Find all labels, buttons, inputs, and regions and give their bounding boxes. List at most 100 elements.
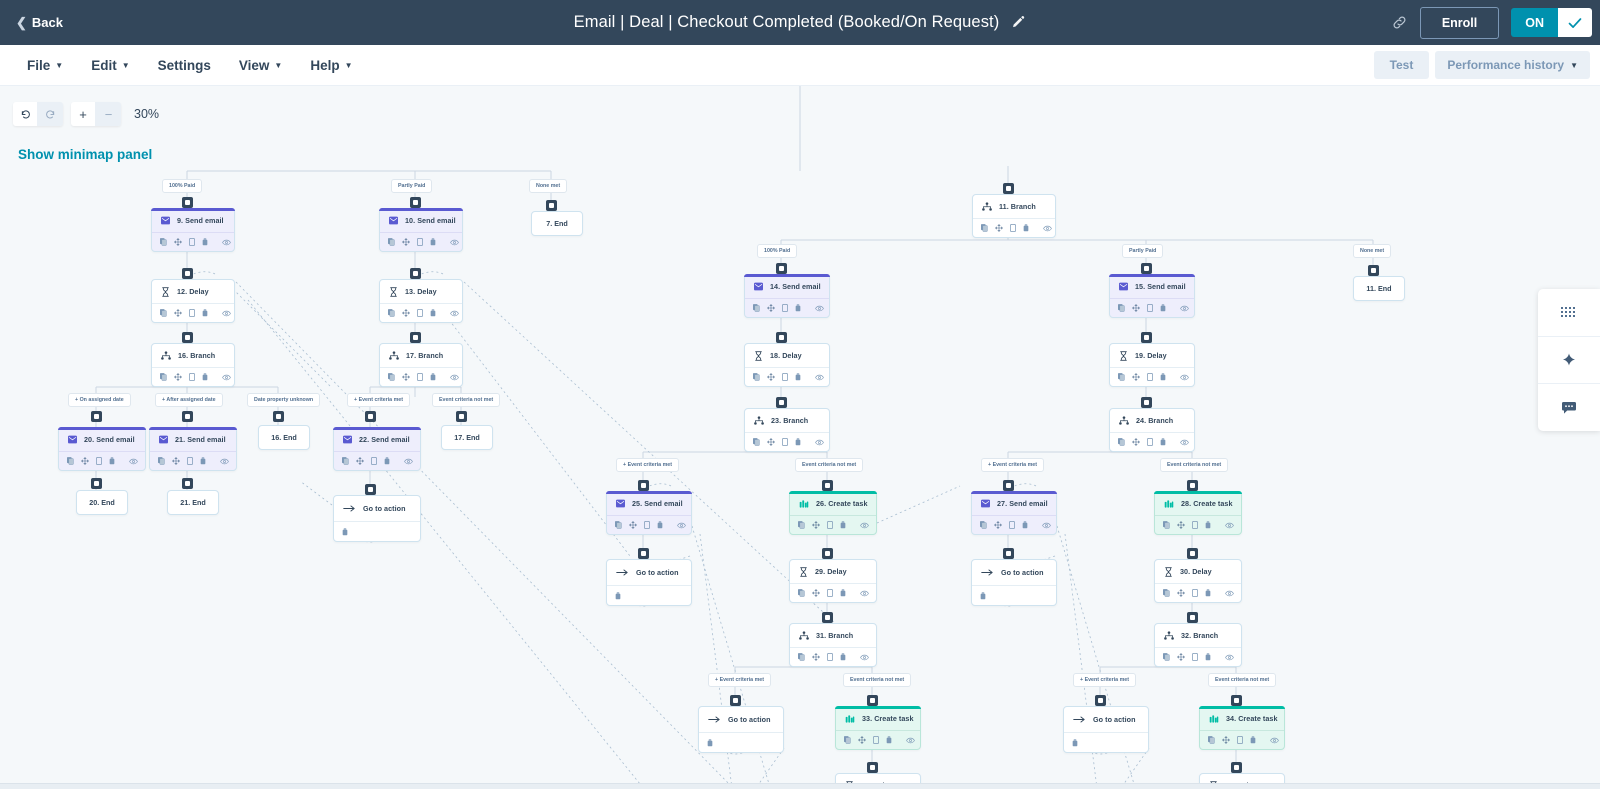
add-step-button[interactable]	[1231, 762, 1242, 773]
move-icon[interactable]	[174, 309, 182, 317]
trash-icon[interactable]	[1072, 738, 1078, 747]
duplicate-icon[interactable]	[417, 238, 423, 246]
add-step-button[interactable]	[1003, 548, 1014, 559]
duplicate-icon[interactable]	[782, 438, 788, 446]
add-step-button[interactable]	[182, 411, 193, 422]
eye-icon[interactable]	[1180, 374, 1189, 381]
add-step-button[interactable]	[91, 478, 102, 489]
duplicate-icon[interactable]	[189, 373, 195, 381]
move-icon[interactable]	[402, 238, 410, 246]
trash-icon[interactable]	[1023, 224, 1029, 232]
trash-icon[interactable]	[657, 521, 663, 529]
trash-icon[interactable]	[795, 304, 801, 312]
add-step-button[interactable]	[867, 695, 878, 706]
workflow-node-end[interactable]: 11. End	[1353, 276, 1405, 301]
eye-icon[interactable]	[129, 458, 138, 465]
menu-edit[interactable]: Edit ▼	[81, 52, 139, 79]
eye-icon[interactable]	[860, 522, 869, 529]
duplicate-icon[interactable]	[371, 457, 377, 465]
trash-icon[interactable]	[202, 309, 208, 317]
grid-dots-icon[interactable]	[1538, 289, 1600, 337]
eye-icon[interactable]	[860, 654, 869, 661]
move-icon[interactable]	[402, 373, 410, 381]
add-step-button[interactable]	[1187, 548, 1198, 559]
duplicate-icon[interactable]	[417, 373, 423, 381]
workflow-node-step[interactable]: 12. Delay	[151, 279, 235, 323]
copy-icon[interactable]	[160, 373, 167, 381]
eye-icon[interactable]	[815, 305, 824, 312]
copy-icon[interactable]	[1118, 373, 1125, 381]
workflow-node-end[interactable]: 20. End	[76, 490, 128, 515]
trash-icon[interactable]	[840, 653, 846, 661]
workflow-node-send-email[interactable]: 27. Send email	[971, 491, 1057, 535]
trash-icon[interactable]	[707, 738, 713, 747]
trash-icon[interactable]	[795, 438, 801, 446]
copy-icon[interactable]	[798, 589, 805, 597]
move-icon[interactable]	[1177, 653, 1185, 661]
workflow-node-send-email[interactable]: 14. Send email	[744, 274, 830, 318]
trash-icon[interactable]	[202, 238, 208, 246]
move-icon[interactable]	[402, 309, 410, 317]
eye-icon[interactable]	[222, 239, 231, 246]
workflow-node-end[interactable]: 7. End	[531, 211, 583, 236]
trash-icon[interactable]	[886, 736, 892, 744]
add-step-button[interactable]	[822, 480, 833, 491]
duplicate-icon[interactable]	[1147, 438, 1153, 446]
duplicate-icon[interactable]	[1009, 521, 1015, 529]
trash-icon[interactable]	[1250, 736, 1256, 744]
copy-icon[interactable]	[1208, 736, 1215, 744]
eye-icon[interactable]	[1180, 305, 1189, 312]
eye-icon[interactable]	[1225, 590, 1234, 597]
zoom-in-button[interactable]: +	[71, 102, 96, 126]
add-step-button[interactable]	[1187, 612, 1198, 623]
move-icon[interactable]	[1222, 736, 1230, 744]
workflow-node-create-task[interactable]: 28. Create task	[1154, 491, 1242, 535]
duplicate-icon[interactable]	[1192, 589, 1198, 597]
duplicate-icon[interactable]	[782, 304, 788, 312]
add-step-button[interactable]	[410, 197, 421, 208]
menu-view[interactable]: View ▼	[229, 52, 292, 79]
eye-icon[interactable]	[450, 310, 459, 317]
add-step-button[interactable]	[182, 268, 193, 279]
duplicate-icon[interactable]	[189, 309, 195, 317]
add-step-button[interactable]	[776, 332, 787, 343]
trash-icon[interactable]	[1160, 438, 1166, 446]
workflow-node-step[interactable]: 32. Branch	[1154, 623, 1242, 667]
add-step-button[interactable]	[91, 411, 102, 422]
workflow-node-step[interactable]: 31. Branch	[789, 623, 877, 667]
move-icon[interactable]	[1132, 373, 1140, 381]
trash-icon[interactable]	[430, 238, 436, 246]
eye-icon[interactable]	[815, 374, 824, 381]
add-step-button[interactable]	[822, 548, 833, 559]
trash-icon[interactable]	[384, 457, 390, 465]
duplicate-icon[interactable]	[187, 457, 193, 465]
workflow-node-step[interactable]: 19. Delay	[1109, 343, 1195, 387]
add-step-button[interactable]	[1095, 695, 1106, 706]
menu-help[interactable]: Help ▼	[300, 52, 362, 79]
duplicate-icon[interactable]	[96, 457, 102, 465]
performance-history-button[interactable]: Performance history ▼	[1435, 51, 1590, 79]
add-step-button[interactable]	[182, 478, 193, 489]
workflow-node-step[interactable]: 23. Branch	[744, 408, 830, 452]
trash-icon[interactable]	[795, 373, 801, 381]
move-icon[interactable]	[1177, 521, 1185, 529]
trash-icon[interactable]	[1205, 521, 1211, 529]
enroll-button[interactable]: Enroll	[1419, 6, 1500, 39]
workflow-node-step[interactable]: 35. Delay	[835, 773, 921, 783]
workflow-node-step[interactable]: 29. Delay	[789, 559, 877, 603]
workflow-node-step[interactable]: 24. Branch	[1109, 408, 1195, 452]
copy-icon[interactable]	[798, 521, 805, 529]
add-step-button[interactable]	[182, 197, 193, 208]
copy-icon[interactable]	[342, 457, 349, 465]
duplicate-icon[interactable]	[873, 736, 879, 744]
eye-icon[interactable]	[1225, 522, 1234, 529]
move-icon[interactable]	[1132, 304, 1140, 312]
eye-icon[interactable]	[404, 458, 413, 465]
trash-icon[interactable]	[840, 589, 846, 597]
copy-icon[interactable]	[1118, 304, 1125, 312]
move-icon[interactable]	[174, 238, 182, 246]
trash-icon[interactable]	[202, 373, 208, 381]
trash-icon[interactable]	[840, 521, 846, 529]
trash-icon[interactable]	[342, 527, 348, 536]
